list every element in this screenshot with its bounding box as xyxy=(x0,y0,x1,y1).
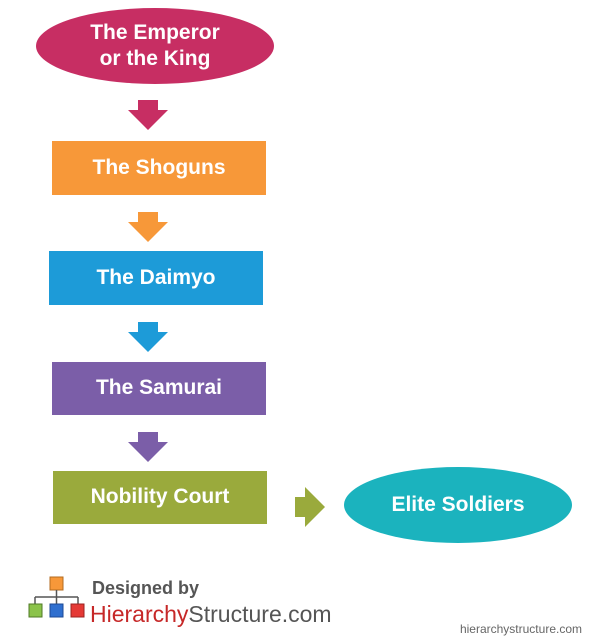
node-shoguns-label: The Shoguns xyxy=(92,155,226,179)
node-emperor: The Emperor or the King xyxy=(36,8,274,84)
node-samurai: The Samurai xyxy=(52,362,266,415)
node-nobility-court-label: Nobility Court xyxy=(90,485,230,509)
node-daimyo-label: The Daimyo xyxy=(96,265,216,289)
brand-name-part2: Structure xyxy=(188,601,282,627)
brand-name-part1: Hierarchy xyxy=(90,601,189,627)
arrow-down-icon xyxy=(128,432,168,462)
node-elite-soldiers-label: Elite Soldiers xyxy=(391,492,525,516)
arrow-right-icon xyxy=(295,487,325,527)
hierarchy-logo-icon xyxy=(28,576,85,618)
brand-name-suffix: .com xyxy=(281,601,332,627)
node-shoguns: The Shoguns xyxy=(52,141,266,195)
watermark-url: hierarchystructure.com xyxy=(459,622,582,636)
node-emperor-label: The Emperor or the King xyxy=(90,20,220,73)
node-nobility-court: Nobility Court xyxy=(53,471,267,524)
brand-name: HierarchyStructure.com xyxy=(90,601,332,628)
designed-by-text: Designed by xyxy=(92,578,200,598)
node-emperor-label-line1: The Emperor xyxy=(90,20,220,44)
node-emperor-label-line2: or the King xyxy=(99,47,211,70)
node-samurai-label: The Samurai xyxy=(95,376,223,400)
arrow-down-icon xyxy=(128,212,168,242)
arrow-down-icon xyxy=(128,322,168,352)
node-daimyo: The Daimyo xyxy=(49,251,263,305)
arrow-down-icon xyxy=(128,100,168,130)
node-elite-soldiers: Elite Soldiers xyxy=(344,467,572,543)
